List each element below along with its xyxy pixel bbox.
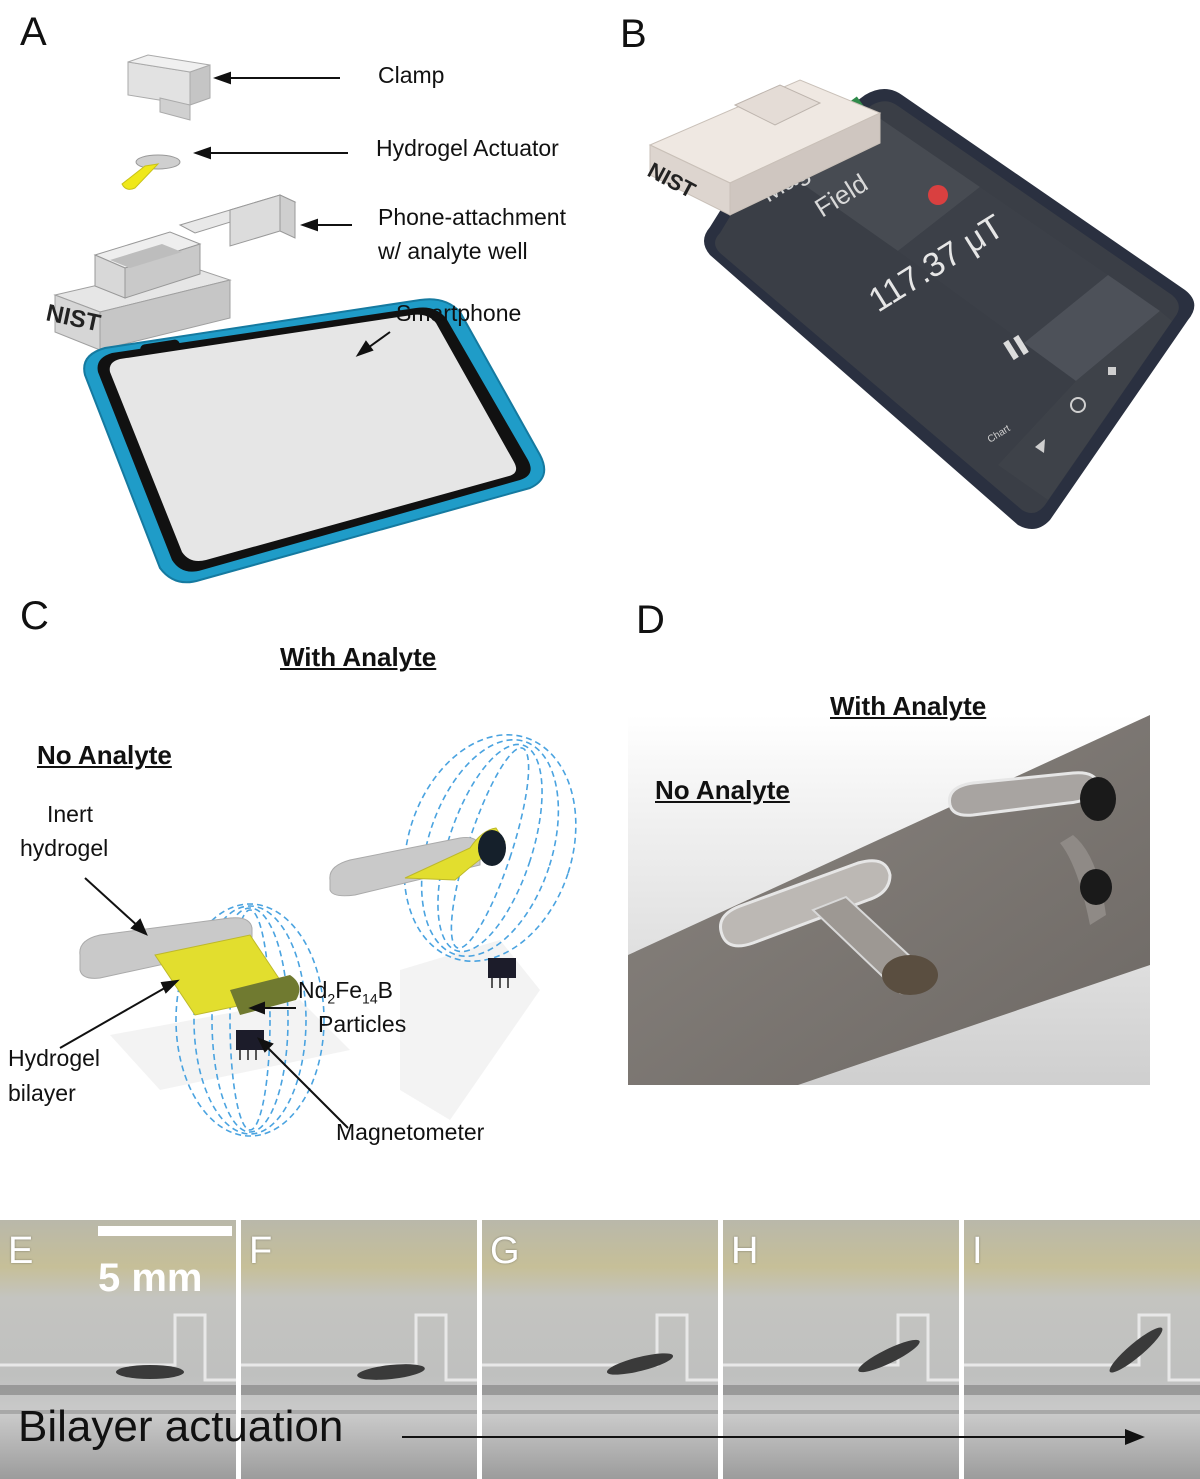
clamp-part: [127, 54, 211, 121]
panel-d-no-analyte: No Analyte: [655, 775, 790, 805]
formula-fe: Fe: [335, 977, 363, 1003]
magnetic-pad: [116, 1365, 184, 1379]
panel-c-illustration: [59, 734, 577, 1137]
no-analyte-actuator: [79, 917, 300, 1016]
label-bilayer-2: bilayer: [8, 1080, 76, 1106]
frame-letter: E: [8, 1230, 34, 1272]
label-phone-attachment-2: w/ analyte well: [378, 238, 528, 264]
formula-fe-sub: 14: [362, 990, 378, 1007]
no-analyte-gel: [719, 859, 938, 995]
with-analyte-actuator: [329, 827, 506, 897]
magnetic-pad: [357, 1364, 425, 1380]
panel-c-no-analyte: No Analyte: [37, 740, 172, 770]
label-clamp: Clamp: [378, 62, 445, 88]
strip-frame-f: F: [241, 1220, 477, 1479]
panel-a-letter: A: [20, 10, 47, 54]
label-magnetometer: Magnetometer: [336, 1119, 485, 1145]
label-smartphone: Smartphone: [396, 300, 522, 326]
frame-letter: I: [972, 1230, 983, 1272]
frame-letter: G: [490, 1230, 520, 1272]
panel-c-letter: C: [20, 594, 49, 638]
magnetic-pad: [1109, 1327, 1163, 1373]
panel-d-letter: D: [636, 598, 665, 642]
strip-frame-g: G: [482, 1220, 718, 1479]
clear-attachment-photo: NIST: [644, 79, 882, 216]
panel-d-with-analyte: With Analyte: [830, 691, 987, 721]
label-inert-2: hydrogel: [20, 835, 109, 861]
phone-photo: Magnetic Field 117.37 μT Chart: [704, 89, 1195, 529]
arrows-c: [59, 877, 349, 1129]
strip-frame-i: I: [964, 1220, 1200, 1479]
formula-b: B: [377, 977, 393, 1003]
arrows-a: [193, 71, 391, 357]
field-lines-no-analyte: [175, 903, 325, 1137]
panel-a-illustration: NIST: [44, 54, 546, 584]
frame-letter: H: [731, 1230, 759, 1272]
label-inert-1: Inert: [47, 801, 94, 827]
magnetometer-chip-2: [488, 958, 516, 988]
label-particles-formula: Nd2Fe14B: [298, 973, 393, 1016]
strip-frame-e: E: [0, 1220, 236, 1479]
panel-d-photo: [628, 715, 1150, 1085]
magnetic-pad: [606, 1353, 674, 1375]
strip-frame-h: H: [723, 1220, 959, 1479]
label-phone-attachment-1: Phone-attachment: [378, 204, 566, 230]
scale-bar: [98, 1226, 232, 1236]
label-bilayer-1: Hydrogel: [8, 1045, 101, 1071]
magnetic-pad: [858, 1339, 920, 1373]
phone-attachment-part: NIST: [44, 194, 297, 351]
hydrogel-actuator-part: [121, 154, 181, 190]
formula-nd-sub: 2: [327, 990, 336, 1007]
actuation-strip: E F: [0, 1220, 1200, 1479]
with-analyte-gel: [947, 771, 1116, 925]
label-hydrogel-actuator: Hydrogel Actuator: [376, 135, 559, 161]
scale-bar-label: 5 mm: [98, 1256, 203, 1300]
panel-b-letter: B: [620, 12, 647, 56]
panel-c-with-analyte: With Analyte: [280, 642, 437, 672]
frame-letter: F: [249, 1230, 273, 1272]
actuation-caption: Bilayer actuation: [18, 1402, 344, 1451]
actuation-arrow: [402, 1429, 1145, 1445]
formula-nd: Nd: [298, 977, 328, 1003]
magnetometer-chip-1: [236, 1030, 264, 1060]
smartphone-part: [83, 298, 546, 584]
label-particles: Particles: [318, 1011, 407, 1037]
panel-b-photo: Magnetic Field 117.37 μT Chart NIST: [644, 79, 1195, 529]
